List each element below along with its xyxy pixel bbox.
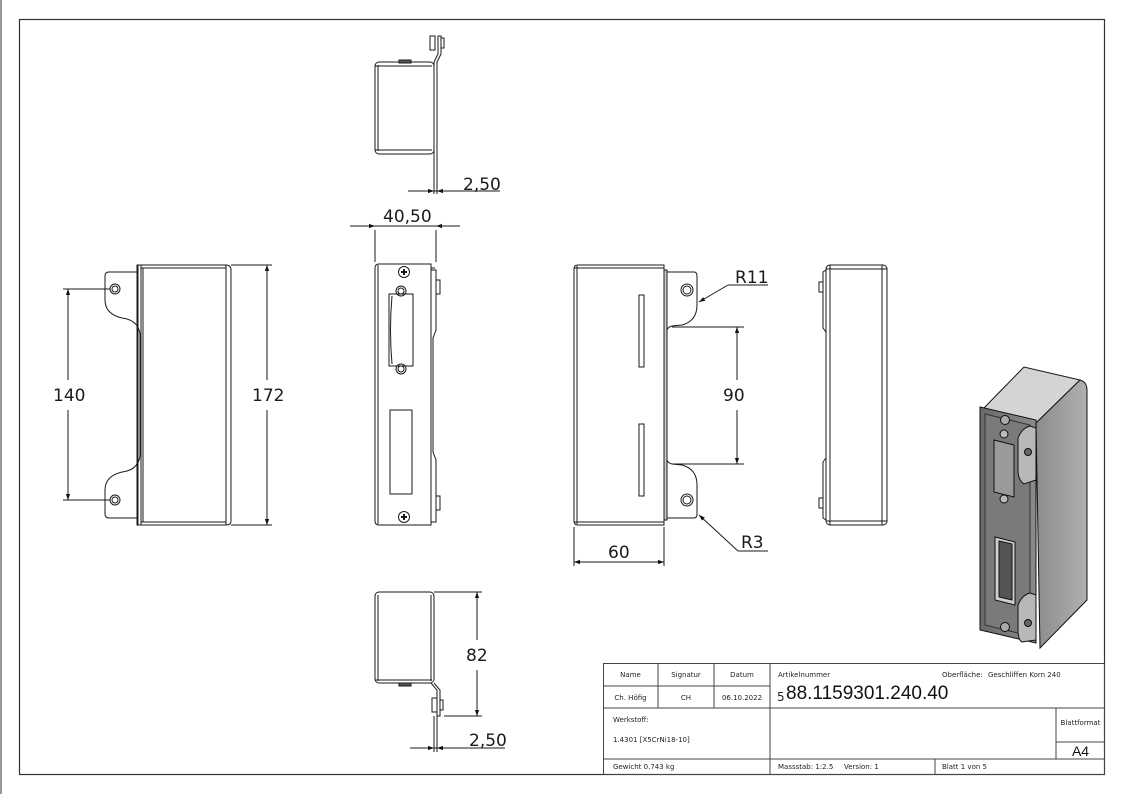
- dim-text-cutout-height: 90: [723, 386, 745, 406]
- bottom-view: [374, 591, 444, 752]
- surface-label: Oberfläche:: [942, 671, 983, 679]
- dimension-side-depth: [573, 527, 665, 566]
- dim-text-hole-spacing: 140: [53, 386, 85, 406]
- article-label: Artikelnummer: [778, 671, 831, 679]
- dim-text-overall-height: 172: [252, 386, 284, 406]
- signature-value: CH: [680, 694, 692, 702]
- dimension-front-width: [350, 223, 460, 262]
- drawing-frame: [18, 18, 1106, 776]
- right-side-view: [573, 264, 698, 526]
- dimension-hole-spacing: [63, 288, 110, 501]
- title-block-grid: [603, 663, 1105, 775]
- name-value: Ch. Höfig: [614, 694, 647, 702]
- dimension-bottom-depth: [434, 591, 482, 717]
- sheet-format-value: A4: [1071, 743, 1090, 759]
- dim-text-r11: R11: [735, 268, 768, 288]
- dim-text-front-width: 40,50: [383, 207, 432, 227]
- dimension-cutout-height: [672, 326, 744, 465]
- version: Version: 1: [844, 763, 879, 771]
- sheet-format-label: Blattformat: [1060, 719, 1101, 727]
- dim-text-r3: R3: [741, 533, 764, 553]
- signature-header: Signatur: [671, 671, 701, 679]
- article-number: 88.1159301.240.40: [786, 683, 949, 704]
- front-view: [374, 263, 441, 526]
- material-value: 1.4301 [X5CrNi18-10]: [613, 736, 690, 744]
- far-right-view: [818, 264, 888, 526]
- dim-text-side-depth: 60: [608, 543, 630, 563]
- top-view: [374, 35, 445, 194]
- dimension-radius-r11: [698, 284, 768, 303]
- material-label: Werkstoff:: [613, 716, 649, 724]
- dim-text-bottom-depth: 82: [466, 646, 488, 666]
- article-prefix: 5: [777, 690, 785, 704]
- date-value: 06.10.2022: [721, 694, 763, 702]
- dimension-radius-r3: [698, 514, 768, 552]
- dimension-overall-height: [231, 264, 272, 526]
- sheet-number: Blatt 1 von 5: [942, 763, 987, 771]
- left-side-view: [104, 264, 232, 526]
- title-block: Name Signatur Datum Ch. Höfig CH 06.10.2…: [603, 663, 1105, 775]
- name-header: Name: [620, 671, 641, 679]
- dim-text-bottom-thickness: 2,50: [469, 731, 507, 751]
- surface-value: Geschliffen Korn 240: [988, 671, 1061, 679]
- dim-text-top-thickness: 2,50: [463, 175, 501, 195]
- weight: Gewicht 0.743 kg: [613, 763, 675, 771]
- scale: Massstab: 1:2.5: [778, 763, 834, 771]
- date-header: Datum: [730, 671, 754, 679]
- isometric-view: [979, 366, 1088, 650]
